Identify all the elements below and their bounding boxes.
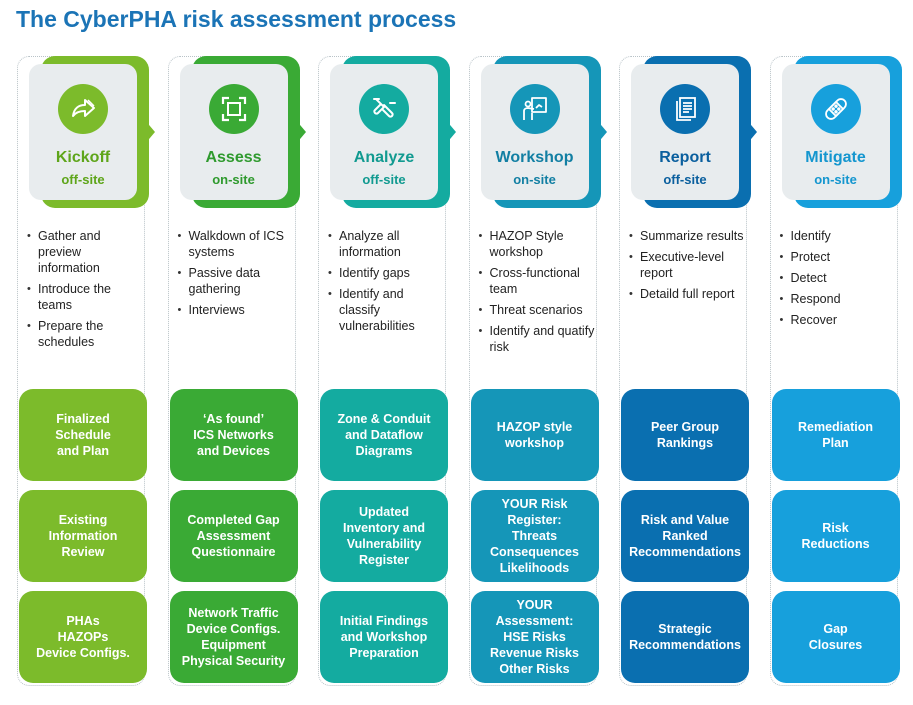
stage-card: Analyze off-site: [330, 64, 438, 200]
activity-item: Passive data gathering: [178, 265, 294, 297]
chevron-right-icon: [445, 119, 456, 145]
stage-location: on-site: [814, 172, 857, 187]
activity-item: Identify: [780, 228, 896, 244]
activity-item: Identify gaps: [328, 265, 444, 281]
deliverable-box: Risk and Value Ranked Recommendations: [621, 490, 749, 582]
stage-card: Workshop on-site: [480, 64, 589, 200]
activity-item: Introduce the teams: [27, 281, 143, 313]
deliverable-box: Finalized Schedule and Plan: [19, 389, 147, 481]
deliverable-box: Initial Findings and Workshop Preparatio…: [320, 591, 448, 683]
deliverable-box: ‘As found’ ICS Networks and Devices: [169, 389, 298, 481]
stage-location: on-site: [513, 172, 556, 187]
deliverable-box: HAZOP style workshop: [470, 389, 599, 481]
activity-item: Recover: [780, 312, 896, 328]
activity-list: Summarize resultsExecutive-level reportD…: [629, 228, 745, 307]
stage-location: on-site: [212, 172, 255, 187]
stage-name: Analyze: [353, 149, 415, 166]
activity-item: Gather and preview information: [27, 228, 143, 276]
deliverable-box: Remediation Plan: [771, 389, 900, 481]
stage-name: Mitigate: [805, 149, 866, 166]
deliverable-box: Zone & Conduit and Dataflow Diagrams: [320, 389, 448, 481]
stage-column-mitigate: Mitigate on-siteIdentifyProtectDetectResp…: [769, 56, 910, 686]
stage-name: Kickoff: [55, 149, 111, 166]
activity-item: Protect: [780, 249, 896, 265]
activity-list: Analyze all informationIdentify gapsIden…: [328, 228, 444, 339]
activity-item: Walkdown of ICS systems: [178, 228, 294, 260]
activity-item: Interviews: [178, 302, 294, 318]
test-tubes-icon: [359, 84, 409, 134]
activity-item: Respond: [780, 291, 896, 307]
deliverable-box: Risk Reductions: [771, 490, 900, 582]
stage-column-report: Report off-siteSummarize resultsExecutive…: [619, 56, 759, 686]
stage-card: Mitigate on-site: [781, 64, 890, 200]
activity-item: Identify and quatify risk: [479, 323, 595, 355]
stage-column-assess: Assess on-siteWalkdown of ICS systemsPass…: [167, 56, 308, 686]
activity-list: IdentifyProtectDetectRespondRecover: [780, 228, 896, 333]
activity-item: HAZOP Style workshop: [479, 228, 595, 260]
activity-item: Cross-functional team: [479, 265, 595, 297]
stage-location: off-site: [663, 172, 707, 187]
stage-card: Assess on-site: [179, 64, 288, 200]
activity-item: Analyze all information: [328, 228, 444, 260]
deliverable-box: YOUR Assessment: HSE Risks Revenue Risks…: [470, 591, 599, 683]
deliverable-box: Network Traffic Device Configs. Equipmen…: [169, 591, 298, 683]
deliverable-box: Gap Closures: [771, 591, 900, 683]
page-title: The CyberPHA risk assessment process: [16, 6, 457, 32]
deliverable-box: Updated Inventory and Vulnerability Regi…: [320, 490, 448, 582]
stage-location: off-site: [362, 172, 406, 187]
stage-column-kickoff: Kickoff off-siteGather and preview inform…: [17, 56, 157, 686]
bandage-icon: [810, 84, 861, 134]
activity-list: Gather and preview informationIntroduce …: [27, 228, 143, 355]
deliverable-box: Existing Information Review: [19, 490, 147, 582]
stage-name: Workshop: [495, 149, 574, 166]
frame-focus-icon: [208, 84, 259, 134]
activity-list: HAZOP Style workshopCross-functional tea…: [479, 228, 595, 360]
stage-column-analyze: Analyze off-siteAnalyze all informationId…: [318, 56, 458, 686]
activity-item: Detaild full report: [629, 286, 745, 302]
forward-arrow-icon: [58, 84, 108, 134]
chevron-right-icon: [144, 119, 155, 145]
deliverable-box: Strategic Recommendations: [621, 591, 749, 683]
stage-name: Report: [659, 149, 711, 166]
activity-item: Detect: [780, 270, 896, 286]
activity-item: Threat scenarios: [479, 302, 595, 318]
activity-item: Summarize results: [629, 228, 745, 244]
activity-item: Prepare the schedules: [27, 318, 143, 350]
activity-list: Walkdown of ICS systemsPassive data gath…: [178, 228, 294, 323]
stage-name: Assess: [205, 149, 262, 166]
deliverable-box: Peer Group Rankings: [621, 389, 749, 481]
activity-item: Executive-level report: [629, 249, 745, 281]
presenter-board-icon: [509, 84, 560, 134]
chevron-right-icon: [746, 119, 757, 145]
stage-column-workshop: Workshop on-siteHAZOP Style workshopCross…: [468, 56, 609, 686]
stage-location: off-site: [61, 172, 105, 187]
stage-card: Report off-site: [631, 64, 739, 200]
activity-item: Identify and classify vulnerabilities: [328, 286, 444, 334]
deliverable-box: YOUR Risk Register: Threats Consequences…: [470, 490, 599, 582]
stage-card: Kickoff off-site: [29, 64, 137, 200]
documents-icon: [660, 84, 710, 134]
deliverable-box: PHAs HAZOPs Device Configs.: [19, 591, 147, 683]
deliverable-box: Completed Gap Assessment Questionnaire: [169, 490, 298, 582]
chevron-right-icon: [294, 119, 306, 145]
chevron-right-icon: [595, 119, 607, 145]
